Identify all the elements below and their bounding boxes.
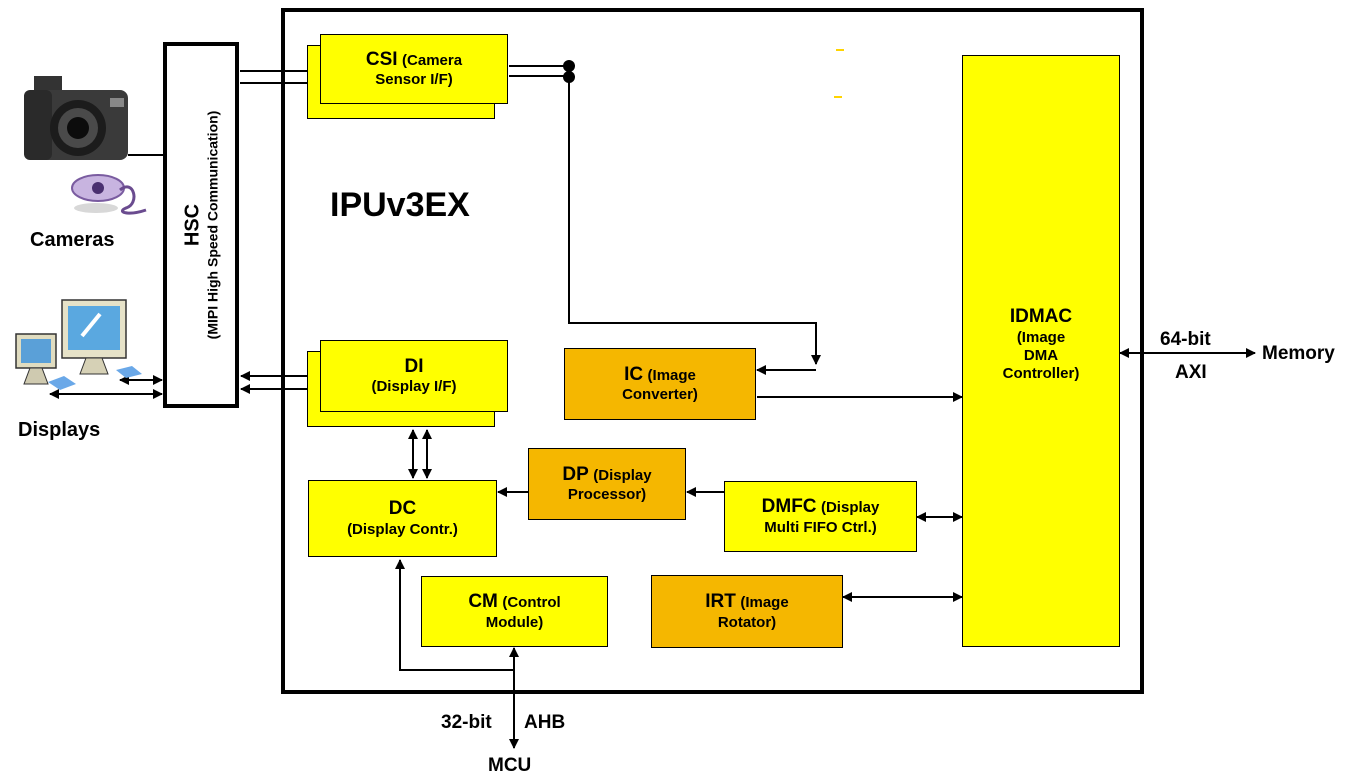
ic-desc1: (Image bbox=[648, 367, 696, 384]
hsc-text: HSC (MIPI High Speed Communication) bbox=[182, 111, 221, 340]
dp-desc2: Processor) bbox=[568, 486, 646, 504]
webcam-icon bbox=[68, 168, 156, 218]
mcu-label: MCU bbox=[488, 755, 531, 777]
hsc-block: HSC (MIPI High Speed Communication) bbox=[163, 42, 239, 408]
ic-block: IC (Image Converter) bbox=[564, 348, 756, 420]
di-block: DI (Display I/F) bbox=[320, 340, 508, 412]
camera-icon bbox=[22, 68, 130, 178]
hsc-subtitle: (MIPI High Speed Communication) bbox=[205, 111, 221, 340]
cm-block: CM (Control Module) bbox=[421, 576, 608, 647]
dmfc-name: DMFC bbox=[762, 496, 817, 517]
irt-desc1: (Image bbox=[740, 594, 788, 611]
ahb-bus-label: AHB bbox=[524, 712, 565, 734]
irt-name: IRT bbox=[705, 591, 736, 612]
hsc-title: HSC bbox=[182, 111, 205, 340]
dp-name: DP bbox=[562, 464, 588, 485]
dmfc-desc1: (Display bbox=[821, 499, 879, 516]
cm-desc2: Module) bbox=[486, 614, 544, 632]
axi-width-label: 64-bit bbox=[1160, 329, 1211, 351]
irt-block: IRT (Image Rotator) bbox=[651, 575, 843, 648]
dc-name: DC bbox=[389, 498, 416, 521]
ic-name: IC bbox=[624, 364, 643, 385]
dp-block: DP (Display Processor) bbox=[528, 448, 686, 520]
displays-icon bbox=[8, 296, 148, 396]
idmac-desc3: Controller) bbox=[1003, 365, 1080, 383]
idmac-block: IDMAC (Image DMA Controller) bbox=[962, 55, 1120, 647]
ipu-title: IPUv3EX bbox=[330, 186, 470, 225]
idmac-name: IDMAC bbox=[1010, 306, 1072, 329]
di-desc: (Display I/F) bbox=[371, 378, 456, 396]
memory-label: Memory bbox=[1262, 343, 1335, 365]
csi-block: CSI (Camera Sensor I/F) bbox=[320, 34, 508, 104]
cameras-label: Cameras bbox=[30, 229, 115, 252]
csi-desc1: (Camera bbox=[402, 52, 462, 69]
csi-name: CSI bbox=[366, 49, 398, 70]
irt-desc2: Rotator) bbox=[718, 614, 776, 632]
displays-label: Displays bbox=[18, 419, 100, 442]
cm-name: CM bbox=[468, 591, 498, 612]
dmfc-desc2: Multi FIFO Ctrl.) bbox=[764, 519, 876, 537]
dmfc-block: DMFC (Display Multi FIFO Ctrl.) bbox=[724, 481, 917, 552]
axi-bus-label: AXI bbox=[1175, 362, 1207, 384]
idmac-desc2: DMA bbox=[1024, 347, 1058, 365]
csi-desc2: Sensor I/F) bbox=[375, 71, 453, 89]
ahb-width-label: 32-bit bbox=[441, 712, 492, 734]
dp-desc1: (Display bbox=[593, 467, 651, 484]
di-name: DI bbox=[405, 356, 424, 379]
ic-desc2: Converter) bbox=[622, 386, 698, 404]
dc-block: DC (Display Contr.) bbox=[308, 480, 497, 557]
idmac-desc1: (Image bbox=[1017, 329, 1065, 347]
cm-desc1: (Control bbox=[502, 594, 560, 611]
dc-desc: (Display Contr.) bbox=[347, 521, 458, 539]
